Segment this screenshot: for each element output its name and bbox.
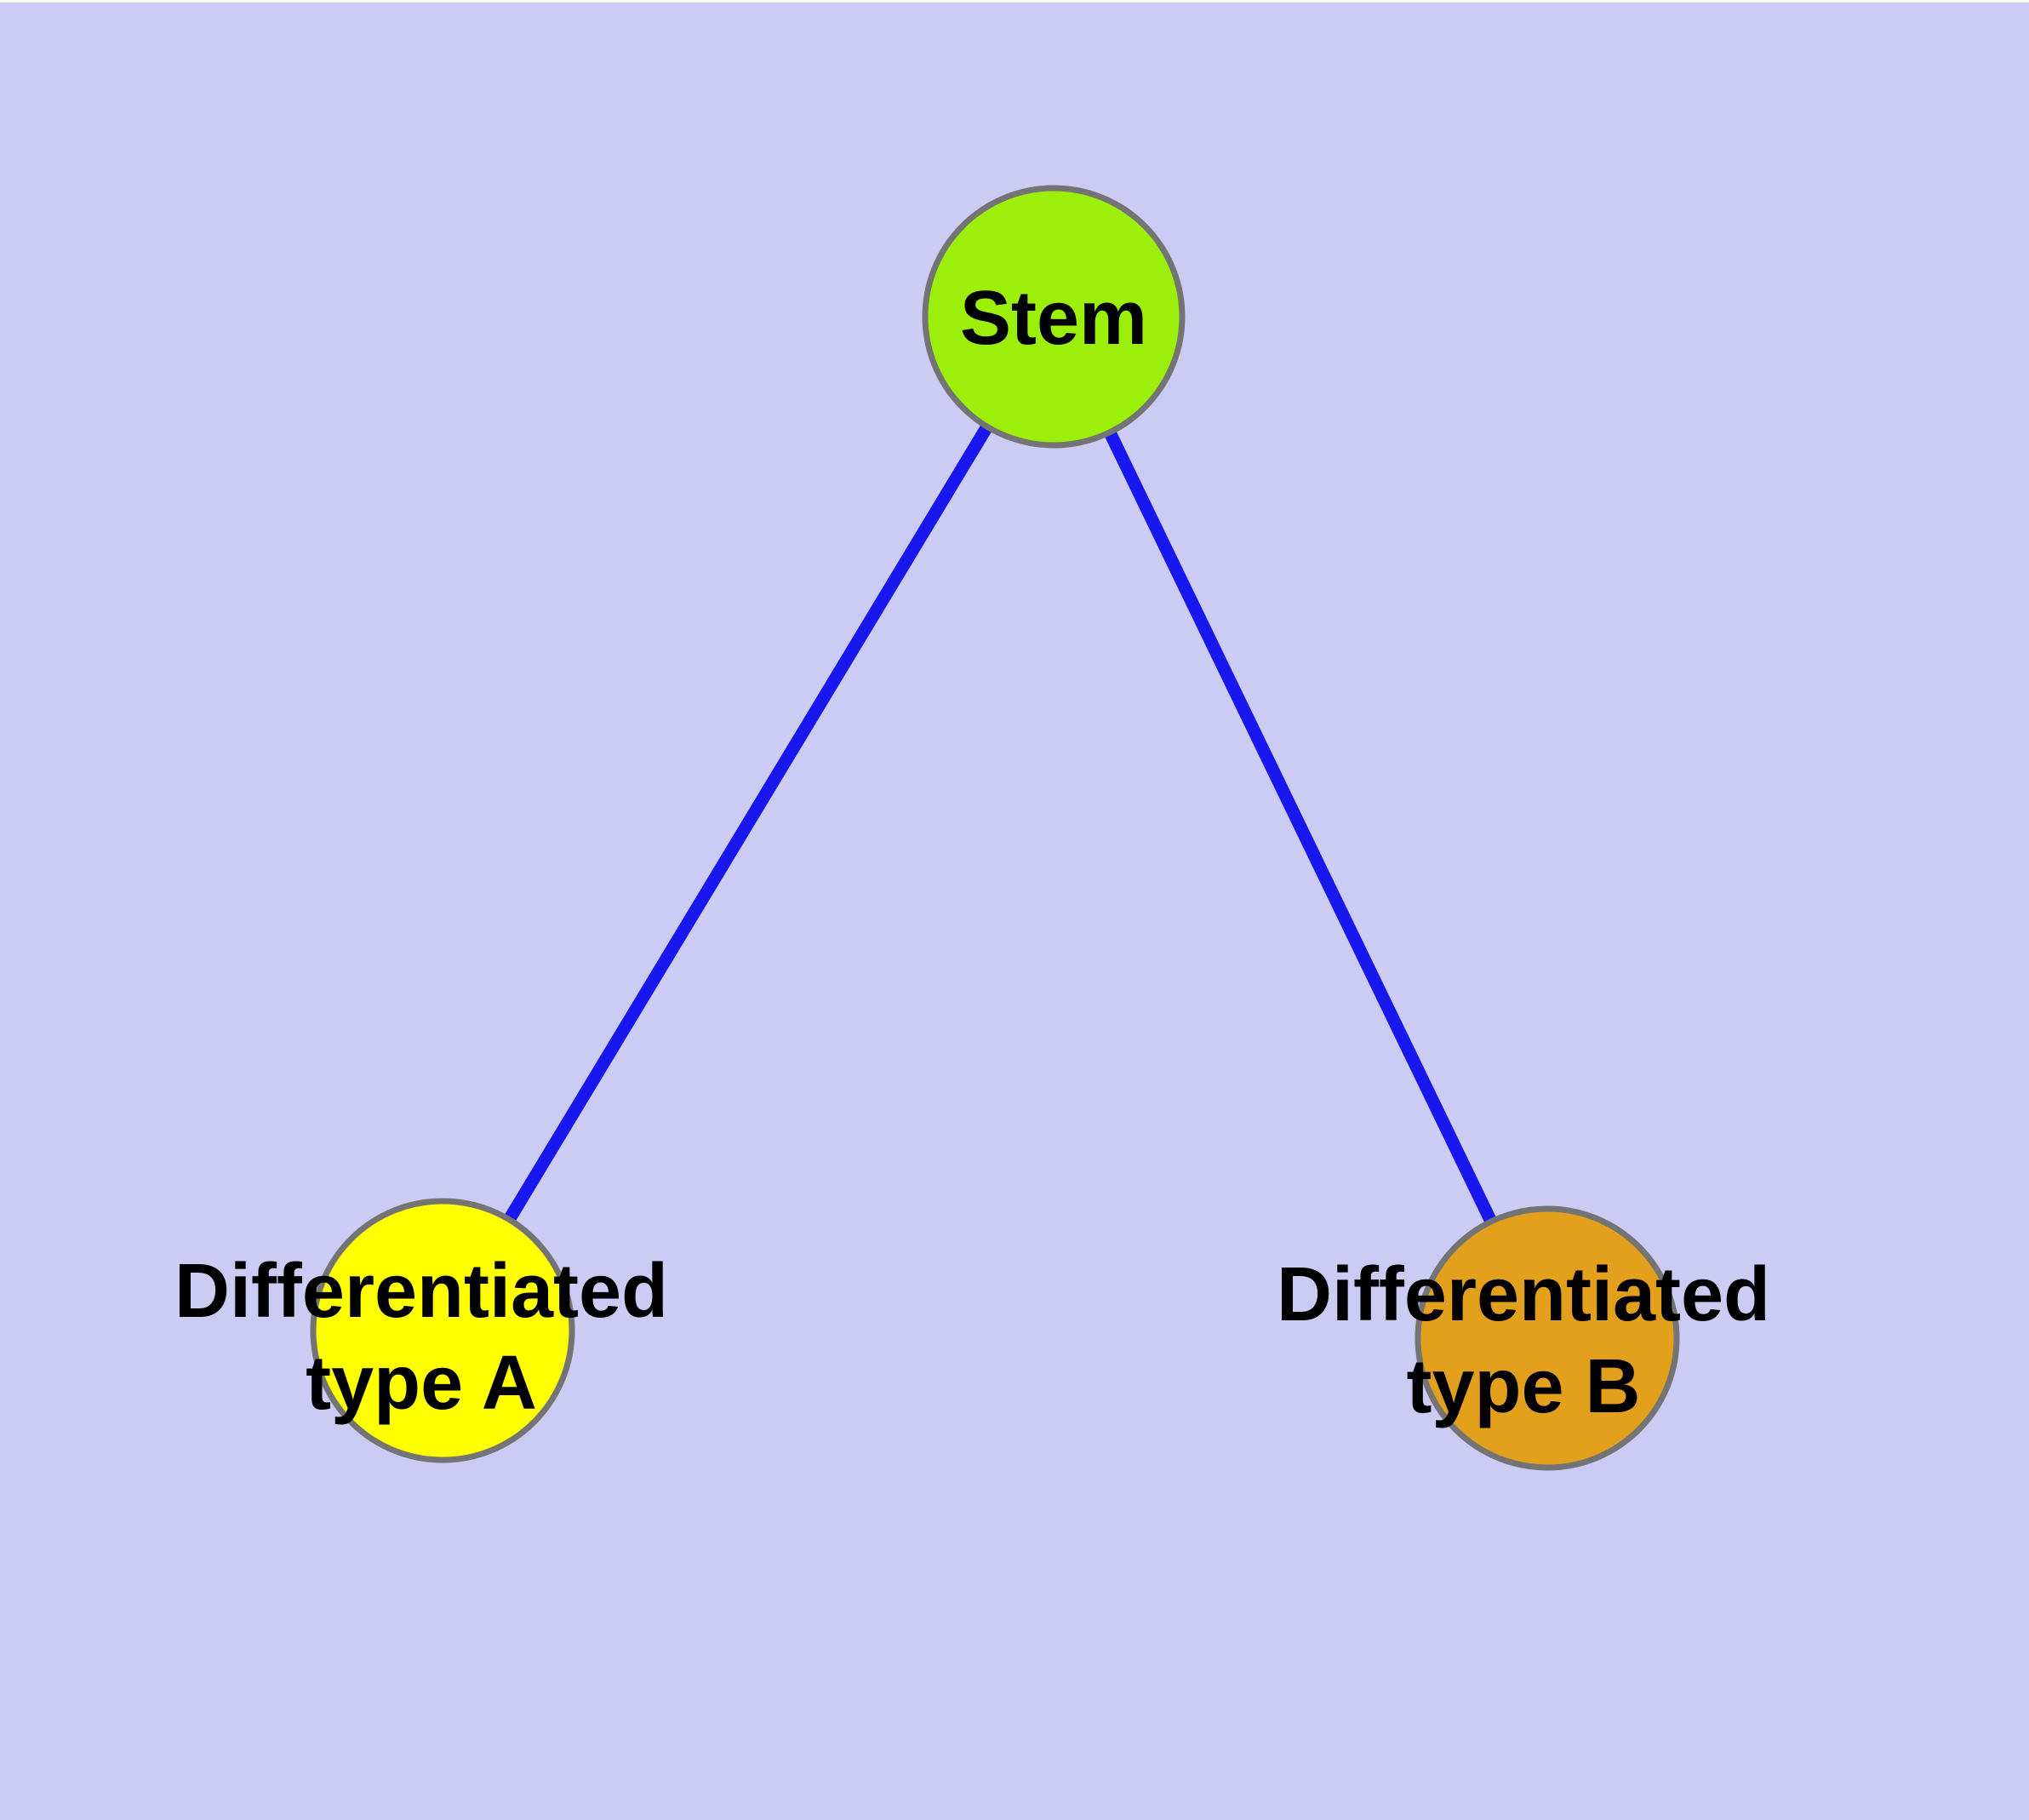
differentiated-type-b-label-line2: type B: [1406, 1344, 1640, 1429]
differentiated-type-a-label-line2: type A: [306, 1341, 537, 1426]
differentiated-type-b-node: Differentiated type B: [1277, 1205, 1770, 1471]
edge-stem-to-type-a: [503, 423, 993, 1223]
edge-stem-to-type-b: [1104, 429, 1497, 1225]
top-margin-strip: [0, 0, 2029, 3]
stem-node-label: Stem: [960, 276, 1147, 361]
differentiated-type-b-node-circle: [1415, 1205, 1680, 1471]
differentiated-type-a-label-line1: Differentiated: [174, 1249, 668, 1334]
differentiated-type-a-node: Differentiated type A: [174, 1198, 668, 1463]
stem-node-circle: [922, 185, 1186, 449]
differentiated-type-a-node-circle: [310, 1198, 575, 1463]
stem-node: Stem: [922, 185, 1186, 449]
differentiated-type-b-label-line1: Differentiated: [1277, 1252, 1770, 1337]
